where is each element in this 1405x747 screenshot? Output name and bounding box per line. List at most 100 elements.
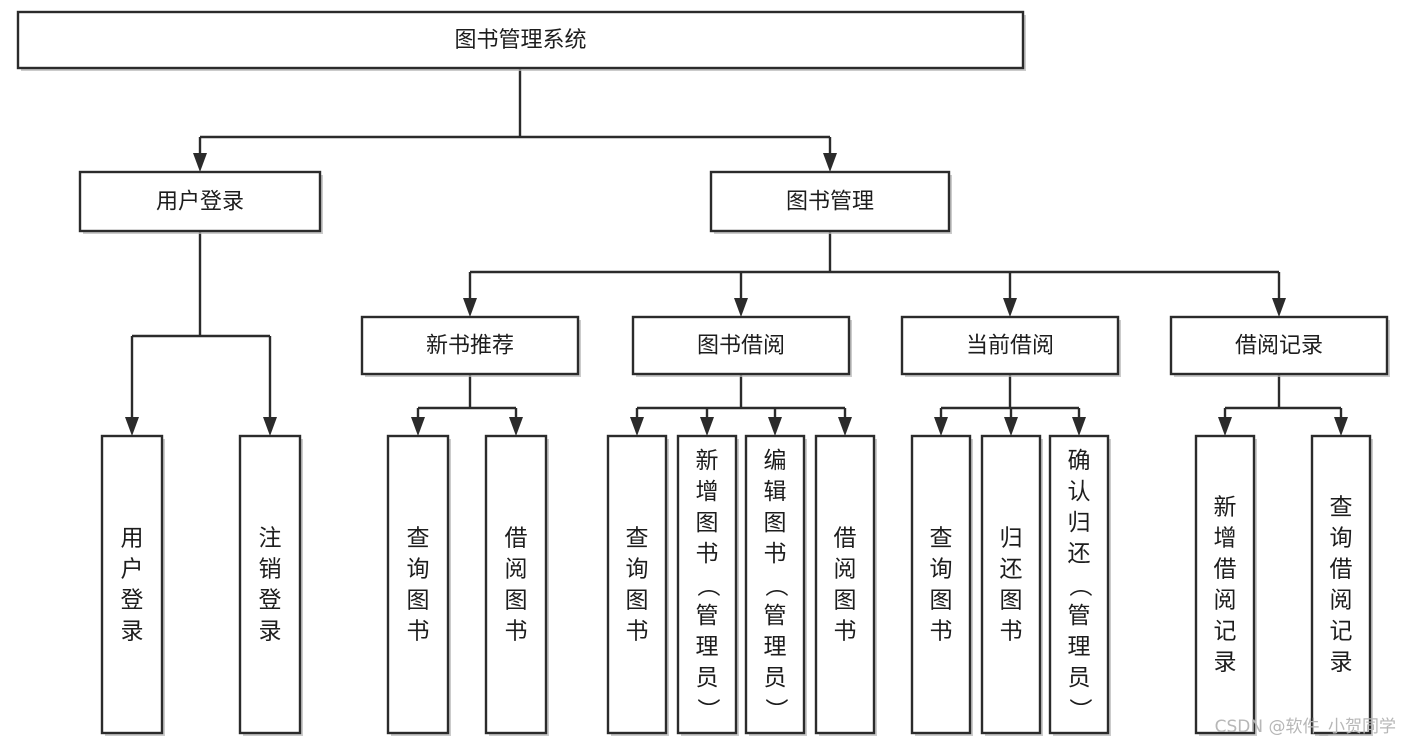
node-rect[interactable] — [16, 10, 1025, 70]
node-label-char: 查 — [930, 526, 953, 552]
connector-current-borrow-to-leaves — [934, 374, 1086, 436]
node-label-char: 借 — [834, 526, 857, 552]
node-rect[interactable] — [980, 434, 1042, 735]
node-label-char: 询 — [930, 557, 953, 583]
node-label-char: 录 — [121, 619, 144, 645]
node-book-manage[interactable]: 图书管理 — [709, 170, 952, 234]
node-rect[interactable] — [709, 170, 951, 233]
node-label: 用户登录 — [156, 190, 244, 215]
node-label-char: 理 — [1068, 634, 1091, 660]
node-root[interactable]: 图书管理系统 — [16, 10, 1026, 71]
node-rect[interactable] — [1194, 434, 1256, 735]
node-label-char: ） — [1067, 698, 1093, 721]
node-rect[interactable] — [78, 170, 322, 233]
connector-book-borrow-to-leaves — [630, 374, 852, 436]
node-label-char: 书 — [834, 619, 857, 645]
node-new-book-recommend[interactable]: 新书推荐 — [360, 315, 581, 377]
node-label-char: 图 — [930, 588, 953, 614]
node-rect[interactable] — [238, 434, 302, 735]
node-rect[interactable] — [1310, 434, 1372, 735]
node-label-char: 借 — [505, 526, 528, 552]
node-current-borrow[interactable]: 当前借阅 — [900, 315, 1121, 377]
arrow-head-icon — [823, 153, 837, 172]
node-rect[interactable] — [631, 315, 851, 376]
node-label-char: 管 — [696, 603, 719, 629]
arrow-head-icon — [1218, 417, 1232, 436]
node-rect[interactable] — [814, 434, 876, 735]
csdn-watermark: CSDN @软件_小贺同学 — [1215, 717, 1396, 737]
node-user-login[interactable]: 用户登录 — [78, 170, 323, 234]
arrow-head-icon — [630, 417, 644, 436]
node-leaf-user-login[interactable]: 用户登录 — [100, 434, 165, 736]
node-rect[interactable] — [910, 434, 972, 735]
node-label-char: 确 — [1068, 448, 1091, 474]
arrow-head-icon — [768, 417, 782, 436]
node-rect[interactable] — [900, 315, 1120, 376]
arrow-head-icon — [1334, 417, 1348, 436]
node-label-char: 查 — [407, 526, 430, 552]
node-label: 图书管理 — [786, 190, 874, 215]
node-rect[interactable] — [100, 434, 164, 735]
node-label: 图书管理系统 — [454, 28, 586, 53]
arrow-head-icon — [509, 417, 523, 436]
node-label-char: 归 — [1068, 510, 1091, 536]
arrow-head-icon — [838, 417, 852, 436]
node-rect[interactable] — [386, 434, 450, 735]
node-rect[interactable] — [1048, 434, 1110, 735]
node-label-char: 书 — [696, 541, 719, 567]
node-label-char: 书 — [407, 619, 430, 645]
node-borrow-record[interactable]: 借阅记录 — [1169, 315, 1390, 377]
node-label-char: 认 — [1068, 479, 1091, 505]
node-label-char: 借 — [1214, 557, 1237, 583]
node-label-char: 编 — [764, 448, 787, 474]
arrow-head-icon — [934, 417, 948, 436]
node-label-char: （ — [695, 574, 721, 597]
node-rect[interactable] — [360, 315, 580, 376]
node-rect[interactable] — [744, 434, 806, 735]
node-rect[interactable] — [676, 434, 738, 735]
node-label: 图书借阅 — [697, 334, 785, 359]
node-book-borrow[interactable]: 图书借阅 — [631, 315, 852, 377]
node-label-char: 管 — [1068, 603, 1091, 629]
node-label-char: ） — [763, 698, 789, 721]
node-rect[interactable] — [484, 434, 548, 735]
node-label-char: 增 — [1214, 526, 1237, 552]
node-label-char: （ — [1067, 574, 1093, 597]
node-label-char: 注 — [259, 526, 282, 552]
arrow-head-icon — [1003, 298, 1017, 317]
node-label-char: 图 — [1000, 588, 1023, 614]
node-label-char: 询 — [407, 557, 430, 583]
node-label-char: 户 — [121, 557, 144, 583]
arrow-head-icon — [125, 417, 139, 436]
node-label-char: 员 — [696, 665, 719, 691]
node-rect[interactable] — [606, 434, 668, 735]
node-label-char: 阅 — [1214, 588, 1237, 614]
node-label-char: 书 — [930, 619, 953, 645]
node-rect[interactable] — [1169, 315, 1389, 376]
node-label-char: 录 — [259, 619, 282, 645]
node-label-char: 询 — [626, 557, 649, 583]
node-label-char: 图 — [764, 510, 787, 536]
node-label-char: 查 — [626, 526, 649, 552]
node-label-char: 图 — [505, 588, 528, 614]
